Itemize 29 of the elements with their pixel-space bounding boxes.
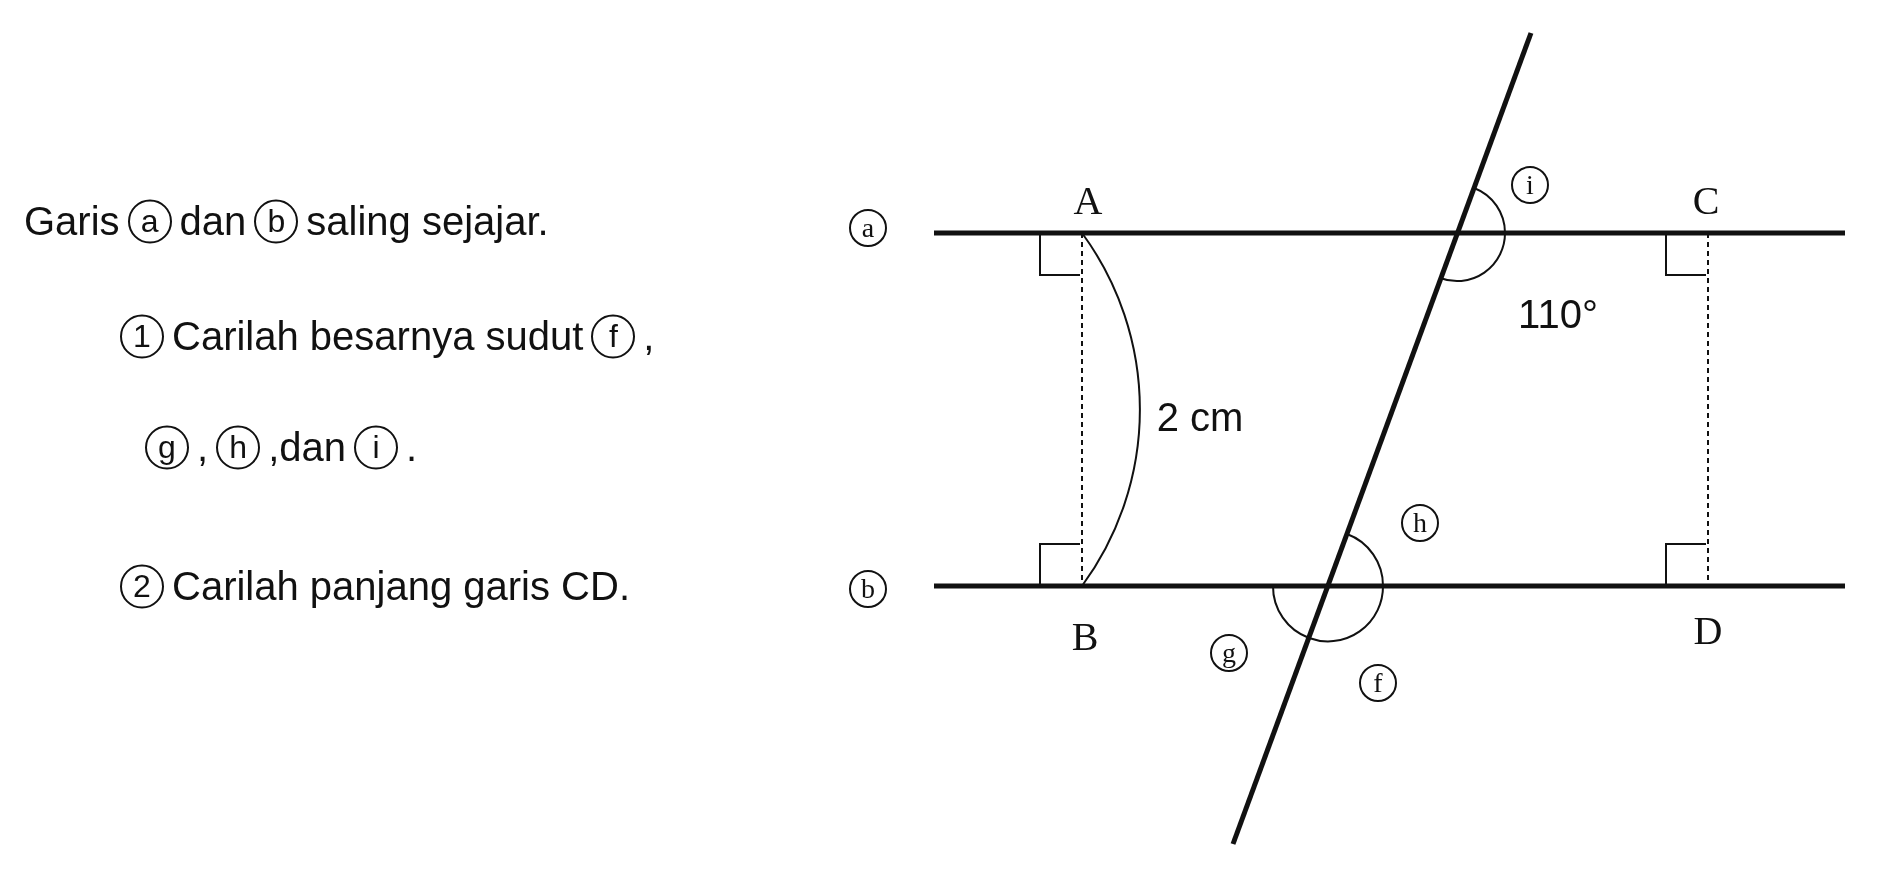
circled-label: h: [216, 425, 261, 469]
angle-label: h: [1401, 504, 1439, 542]
question-text: Carilah besarnya sudut: [172, 313, 584, 359]
angle-label: f: [1359, 664, 1397, 702]
punctuation: ,: [643, 313, 655, 359]
question-text: dan: [179, 198, 247, 244]
circled-label: a: [127, 199, 172, 243]
line-label: a: [849, 209, 887, 247]
question-text: Garis: [24, 198, 120, 244]
point-label: C: [1692, 176, 1720, 224]
dimension-label: 2 cm: [1156, 394, 1244, 440]
question-text: Carilah panjang garis CD.: [172, 563, 630, 609]
circled-label: g: [145, 425, 189, 469]
circled-label: b: [254, 199, 299, 243]
line-label: b: [849, 570, 887, 608]
point-label: D: [1693, 606, 1723, 654]
angle-label: i: [1511, 166, 1549, 204]
question-text: ,dan: [268, 424, 346, 470]
angle-measure: 110°: [1518, 291, 1598, 337]
question-number: 2: [120, 564, 164, 608]
point-label: B: [1071, 612, 1099, 660]
question-text: saling sejajar.: [306, 198, 549, 244]
question-number: 1: [120, 314, 164, 358]
point-label: A: [1073, 176, 1103, 224]
circled-label: i: [354, 425, 398, 469]
angle-label: g: [1210, 634, 1248, 672]
punctuation: ,: [197, 424, 209, 470]
circled-label: f: [591, 314, 636, 358]
punctuation: .: [406, 424, 418, 470]
